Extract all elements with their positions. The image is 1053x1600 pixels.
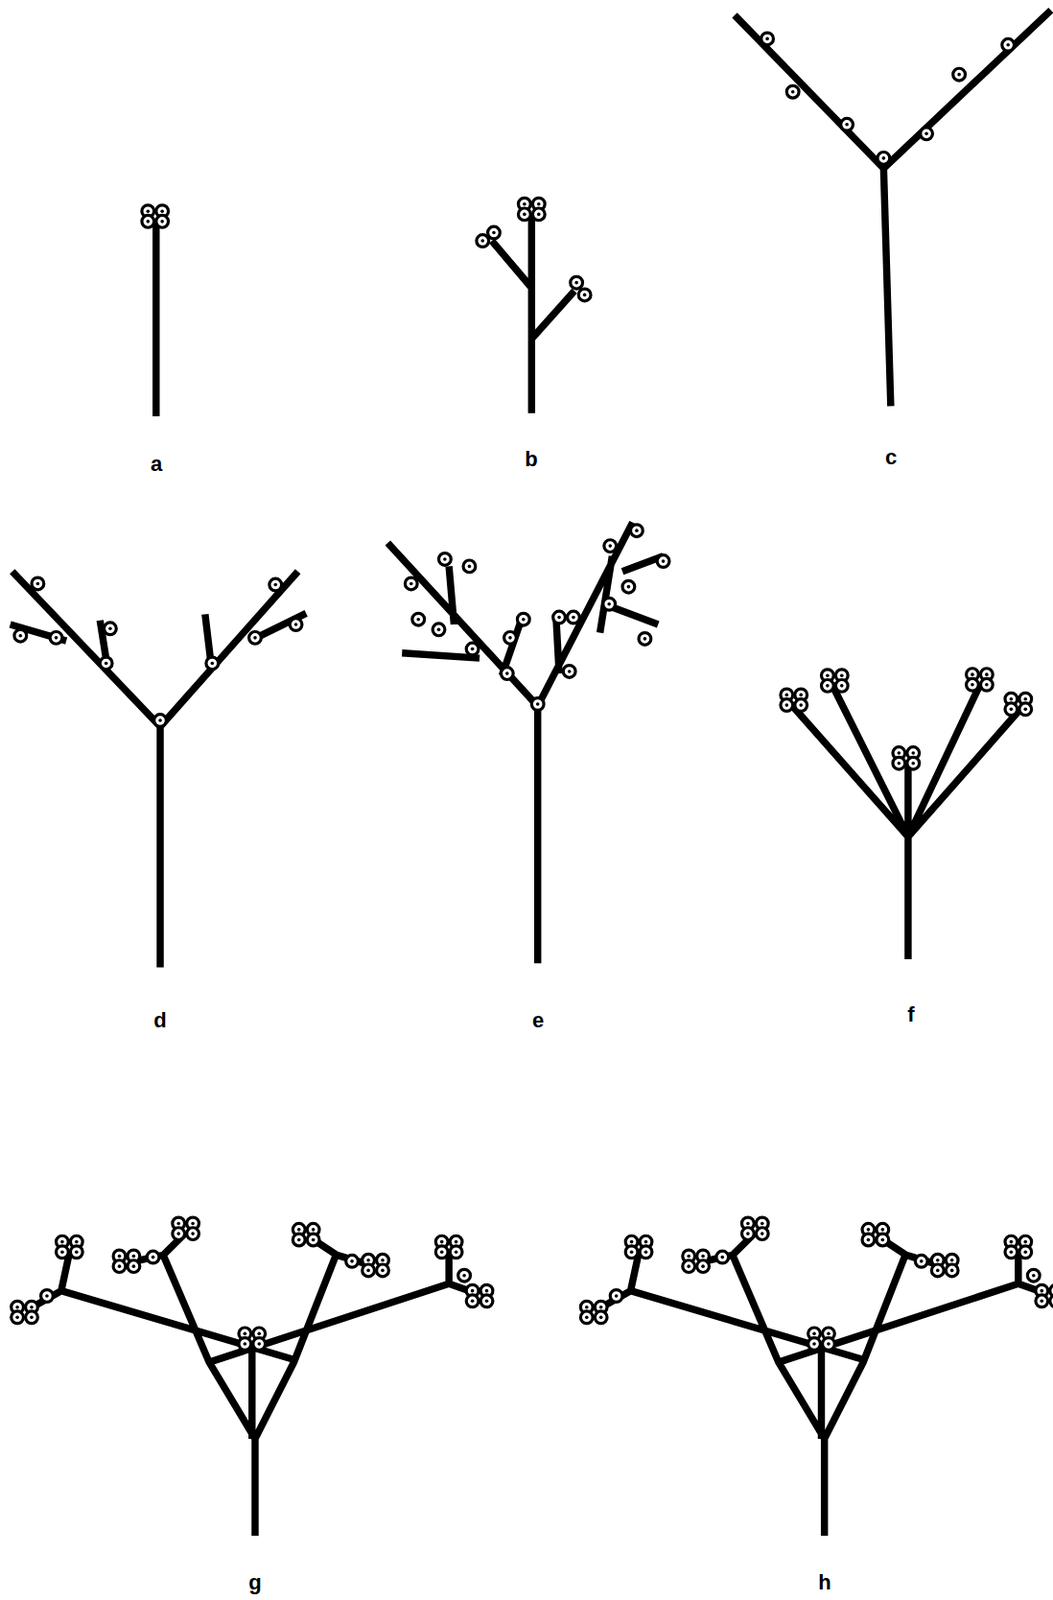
- figure-letter: e: [530, 1009, 546, 1031]
- figure-c: [734, 10, 1052, 407]
- figure-d: [10, 571, 307, 968]
- figure-letter: c: [883, 446, 899, 468]
- figure-a: [141, 205, 169, 417]
- figure-h: [580, 1216, 1053, 1536]
- figure-f: [780, 668, 1032, 960]
- figure-letter: b: [522, 448, 539, 470]
- figure-letter: f: [905, 1004, 916, 1026]
- figure-letter: h: [816, 1571, 833, 1593]
- figure-e: [387, 522, 670, 964]
- figure-letter: g: [246, 1571, 263, 1593]
- figure-letter: a: [148, 453, 164, 475]
- figure-g: [11, 1216, 493, 1536]
- figure-letter: d: [151, 1009, 168, 1031]
- figure-b: [476, 197, 591, 413]
